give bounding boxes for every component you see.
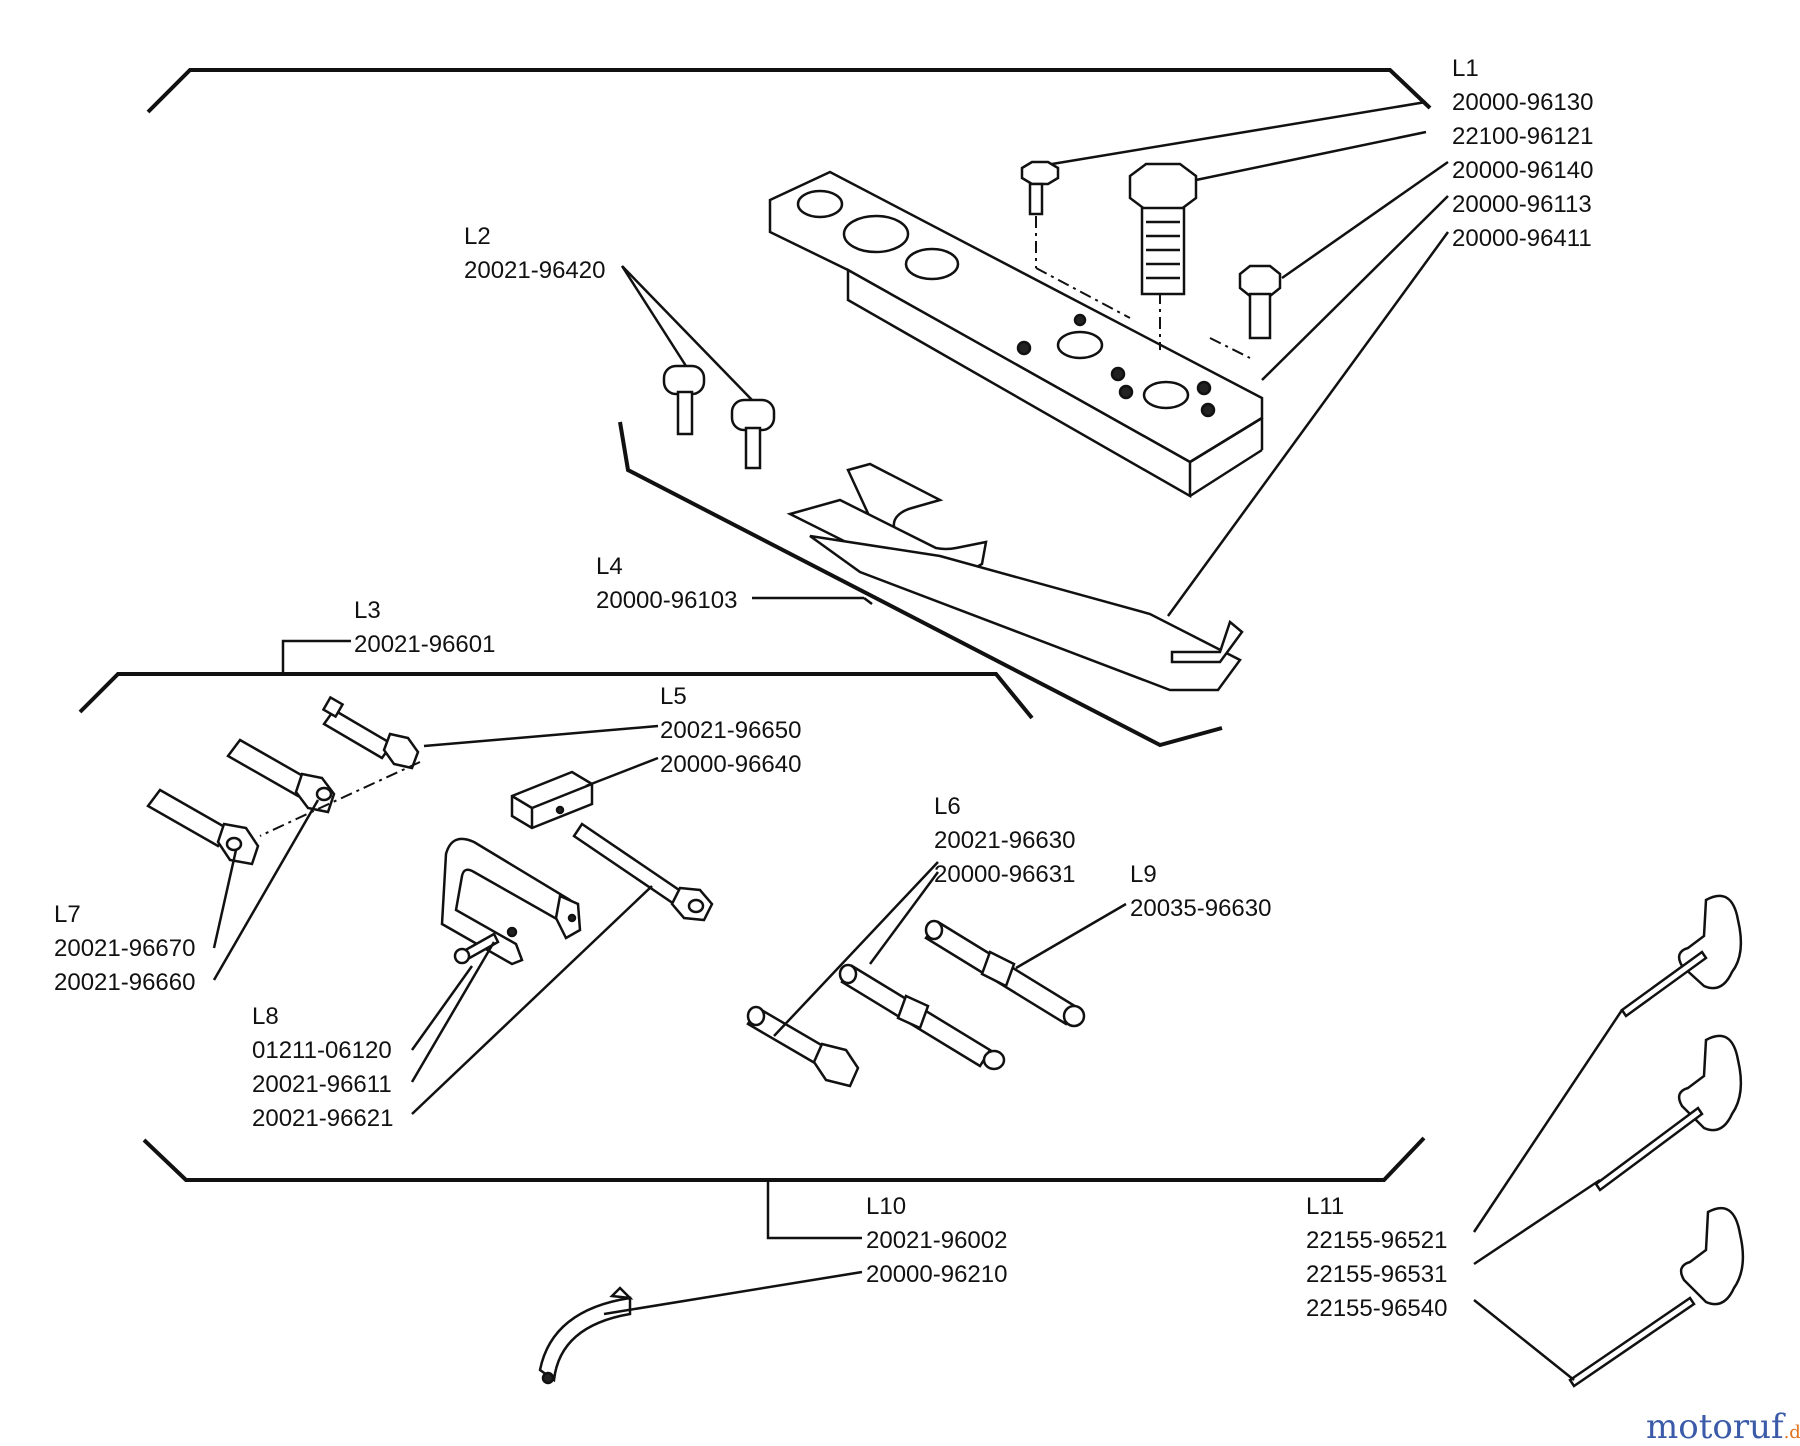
l11-t-wrench-part-1 (1620, 894, 1743, 1018)
l4-gauge-plate-part (786, 462, 1244, 692)
label-L11-part-1: 22155-96521 (1306, 1227, 1447, 1254)
label-L8-part-2: 20021-96611 (252, 1071, 392, 1098)
label-L6-part-2: 20000-96631 (934, 861, 1075, 888)
bracket-L3-top (78, 672, 1034, 720)
label-L4-part-1: 20000-96103 (596, 587, 737, 614)
label-L10-part-1: 20021-96002 (866, 1227, 1007, 1254)
l11-t-wrench-part-2 (1594, 1034, 1743, 1192)
label-L8-part-3: 20021-96621 (252, 1105, 393, 1132)
label-L5-title: L5 (660, 683, 687, 710)
watermark-brand: motoruf (1646, 1407, 1786, 1446)
l2-pin-part-1 (662, 364, 706, 436)
watermark-suffix: .de (1784, 1422, 1800, 1443)
label-L11-part-3: 22155-96540 (1306, 1295, 1447, 1322)
l5-pin-part (572, 822, 714, 922)
bracket-L1-top (146, 68, 1432, 114)
label-L5-part-1: 20021-96650 (660, 717, 801, 744)
label-L3-title: L3 (354, 597, 381, 624)
l6-shaft-part-1 (746, 1005, 860, 1088)
l7-shaft-part-2 (226, 738, 336, 814)
label-L2-part-1: 20021-96420 (464, 257, 605, 284)
label-L9-part-1: 20035-96630 (1130, 895, 1271, 922)
label-L3-part-1: 20021-96601 (354, 631, 495, 658)
bracket-L10-stem (766, 1180, 862, 1240)
label-L5-part-2: 20000-96640 (660, 751, 801, 778)
label-L1-part-3: 20000-96140 (1452, 157, 1593, 184)
l7-shaft-part-3 (146, 788, 260, 866)
l9-shaft-part (924, 919, 1086, 1028)
l11-t-wrench-part-3 (1568, 1206, 1745, 1388)
bracket-L3-stem (281, 639, 351, 674)
leader-lines (212, 100, 1624, 1381)
label-L7-title: L7 (54, 901, 81, 928)
label-L8-part-1: 01211-06120 (252, 1037, 392, 1064)
label-L11-title: L11 (1306, 1193, 1344, 1220)
l10-bearing-shell-part (538, 1286, 634, 1385)
label-L6-part-1: 20021-96630 (934, 827, 1075, 854)
l1-plate-part (768, 170, 1264, 499)
l7-shaft-part-1 (321, 695, 420, 770)
label-L2-title: L2 (464, 223, 491, 250)
l8-clamp-part (440, 837, 582, 966)
label-L10-title: L10 (866, 1193, 906, 1220)
label-L1-part-5: 20000-96411 (1452, 225, 1592, 252)
label-L6-title: L6 (934, 793, 961, 820)
label-L1-part-2: 22100-96121 (1452, 123, 1593, 150)
label-L4-title: L4 (596, 553, 623, 580)
label-L11-part-2: 22155-96531 (1306, 1261, 1447, 1288)
l1-medium-bolt-part (1238, 264, 1282, 340)
l6-shaft-part-2 (838, 963, 1006, 1071)
label-L9-title: L9 (1130, 861, 1157, 888)
l1-large-bolt-part (1128, 162, 1198, 296)
watermark: motoruf.de (1646, 1407, 1800, 1446)
label-L7-part-2: 20021-96660 (54, 969, 195, 996)
label-L1-part-4: 20000-96113 (1452, 191, 1592, 218)
l2-pin-part-2 (730, 398, 776, 470)
bracket-L4-bottom (618, 421, 1223, 748)
l1-small-bolt-part (1020, 160, 1060, 216)
l8-screw-part (453, 932, 500, 965)
label-L1-part-1: 20000-96130 (1452, 89, 1593, 116)
label-L7-part-1: 20021-96670 (54, 935, 195, 962)
label-L10-part-2: 20000-96210 (866, 1261, 1007, 1288)
label-L1-title: L1 (1452, 55, 1479, 82)
label-L8-title: L8 (252, 1003, 279, 1030)
bracket-L3-bottom (142, 1136, 1426, 1182)
l5-block-part (510, 770, 594, 830)
